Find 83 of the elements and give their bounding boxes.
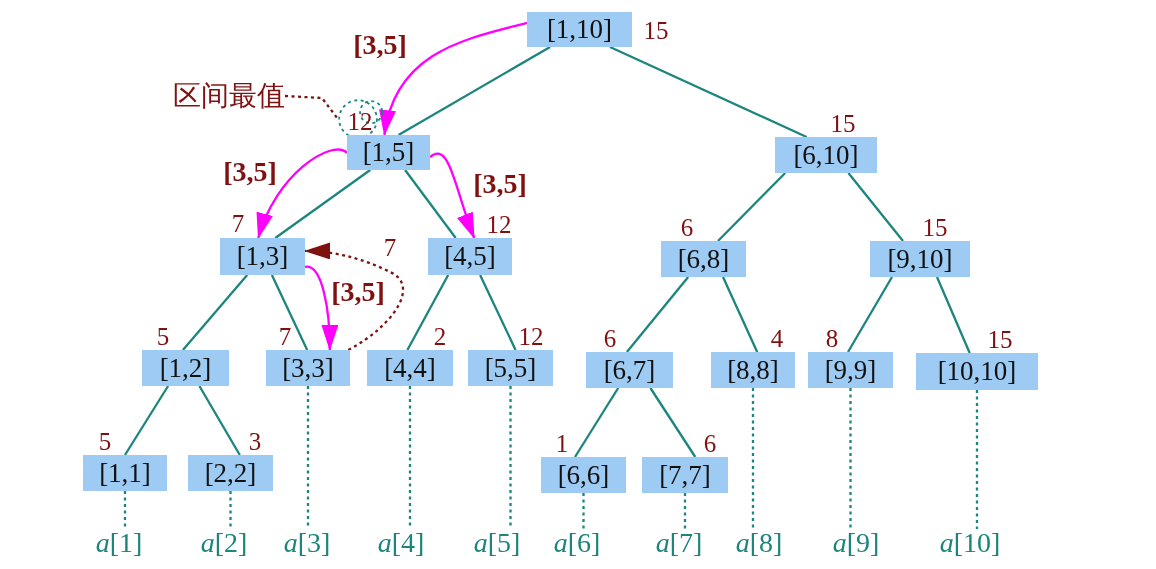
interval-box: [7,7] — [642, 457, 728, 493]
tree-line — [717, 172, 786, 242]
curved-arrow — [257, 148, 348, 239]
curved-arrow — [429, 152, 476, 239]
interval-box: [4,4] — [367, 350, 453, 386]
interval-box: [6,7] — [586, 352, 673, 388]
value-label: 12 — [518, 323, 544, 349]
value-label: 3 — [248, 428, 262, 454]
value-label: 15 — [643, 17, 669, 43]
array-element-label: a[8] — [735, 529, 783, 557]
interval-box: [3,3] — [266, 350, 350, 386]
tree-line — [274, 169, 371, 239]
tree-line — [649, 387, 697, 458]
interval-box: [6,10] — [775, 137, 877, 173]
interval-box: [4,5] — [428, 238, 512, 275]
value-label: 2 — [433, 323, 447, 349]
value-label: 6 — [603, 325, 617, 351]
value-label: 15 — [830, 110, 856, 136]
interval-box: [2,2] — [188, 455, 273, 491]
interval-box: [1,3] — [220, 238, 305, 275]
value-label: 12 — [347, 108, 373, 134]
leader-line — [284, 94, 339, 120]
value-label: 1 — [555, 430, 569, 456]
value-label: 7 — [278, 323, 292, 349]
array-element-label: a[10] — [939, 529, 1001, 557]
value-label: 4 — [770, 325, 784, 351]
value-label: 5 — [98, 428, 112, 454]
tree-line — [479, 274, 517, 351]
value-label: 15 — [922, 214, 948, 240]
tree-line — [935, 276, 971, 354]
dotted-line — [683, 493, 687, 529]
interval-box: [5,5] — [468, 350, 553, 386]
tree-line — [574, 387, 620, 458]
tree-line — [847, 172, 904, 242]
tree-line — [404, 169, 457, 239]
tree-line — [198, 385, 241, 456]
value-label: 6 — [703, 430, 717, 456]
value-label: 7 — [231, 210, 245, 236]
dashed-curved-arrow — [304, 243, 404, 351]
interval-box: [9,10] — [870, 241, 970, 277]
tree-line — [270, 274, 309, 351]
curved-arrow — [380, 21, 528, 136]
array-element-label: a[6] — [553, 529, 601, 557]
value-label: 5 — [156, 323, 170, 349]
tree-line — [609, 45, 808, 139]
dotted-line — [975, 390, 979, 529]
tree-line — [406, 274, 450, 351]
interval-box: [6,6] — [541, 457, 626, 493]
array-element-label: a[5] — [473, 529, 521, 557]
annotation-label: 区间最值 — [173, 82, 285, 110]
value-label: 15 — [987, 326, 1013, 352]
dotted-line — [849, 388, 852, 529]
array-element-label: a[2] — [200, 529, 248, 557]
dotted-line — [509, 386, 512, 529]
dotted-line — [229, 491, 232, 529]
value-label: 12 — [486, 211, 512, 237]
interval-box: [1,10] — [527, 12, 632, 47]
curved-arrow — [305, 265, 338, 351]
tree-line — [721, 276, 759, 353]
dotted-line — [306, 386, 310, 529]
interval-box: [1,2] — [142, 350, 229, 386]
tree-line — [626, 276, 690, 353]
interval-box: [9,9] — [808, 352, 893, 388]
tree-line — [397, 46, 551, 136]
array-element-label: a[9] — [832, 529, 880, 557]
array-element-label: a[7] — [655, 529, 703, 557]
dotted-line — [123, 491, 127, 529]
array-element-label: a[1] — [95, 529, 143, 557]
dotted-line — [582, 493, 585, 529]
dotted-line — [408, 386, 412, 529]
value-label: 6 — [680, 214, 694, 240]
tree-line — [182, 274, 249, 351]
tree-line — [124, 385, 170, 456]
value-label: 8 — [825, 325, 839, 351]
interval-box: [6,8] — [661, 241, 746, 277]
interval-box: [1,1] — [83, 455, 167, 491]
dotted-line — [751, 388, 755, 529]
tree-line — [847, 276, 893, 353]
array-element-label: a[4] — [377, 529, 425, 557]
interval-box: [8,8] — [711, 352, 795, 388]
interval-box: [1,5] — [347, 135, 430, 170]
interval-box: [10,10] — [916, 353, 1038, 390]
array-element-label: a[3] — [283, 529, 331, 557]
